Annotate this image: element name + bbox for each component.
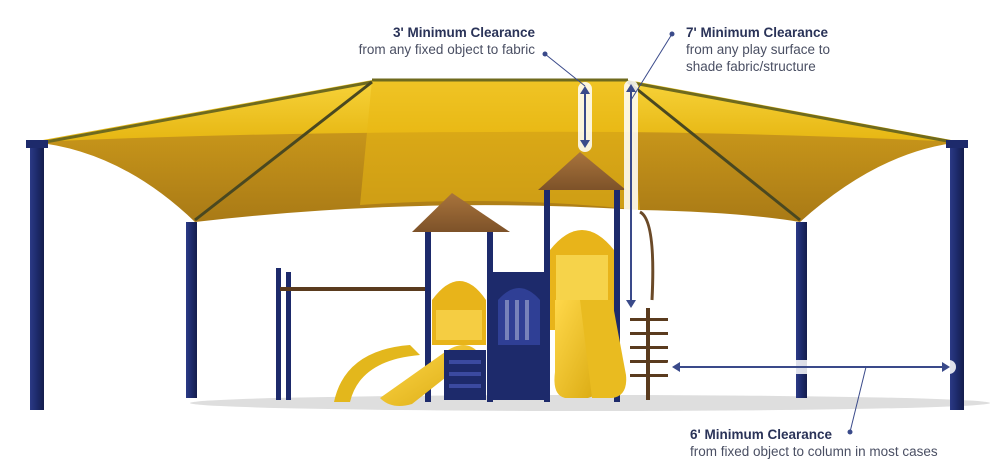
- rafter: [627, 80, 959, 145]
- callout-subtitle-line2: shade fabric/structure: [686, 59, 816, 74]
- column-front-right: [950, 146, 964, 410]
- rafter: [627, 80, 801, 222]
- canopy-center-panel: [360, 80, 640, 210]
- play-structure: [276, 152, 668, 406]
- column-back-left: [186, 222, 197, 398]
- callout-title: 6' Minimum Clearance: [690, 427, 833, 442]
- callout-subtitle: from any fixed object to fabric: [358, 42, 535, 57]
- column-front-left: [30, 146, 44, 410]
- rafter: [39, 80, 373, 145]
- callout-3ft-clearance: 3' Minimum Clearance from any fixed obje…: [330, 24, 535, 58]
- callout-7ft-clearance: 7' Minimum Clearance from any play surfa…: [686, 24, 886, 75]
- callout-subtitle-line1: from any play surface to: [686, 42, 831, 57]
- column-back-right: [796, 222, 807, 398]
- callout-title: 7' Minimum Clearance: [686, 25, 829, 40]
- callout-6ft-clearance: 6' Minimum Clearance from fixed object t…: [690, 426, 990, 460]
- clearance-6ft-arrow: [666, 360, 956, 435]
- rafter: [194, 80, 373, 222]
- clearance-7ft-arrow: [624, 31, 675, 312]
- callout-subtitle: from fixed object to column in most case…: [690, 444, 938, 459]
- callout-title: 3' Minimum Clearance: [392, 25, 535, 40]
- clearance-3ft-arrow: [542, 51, 592, 152]
